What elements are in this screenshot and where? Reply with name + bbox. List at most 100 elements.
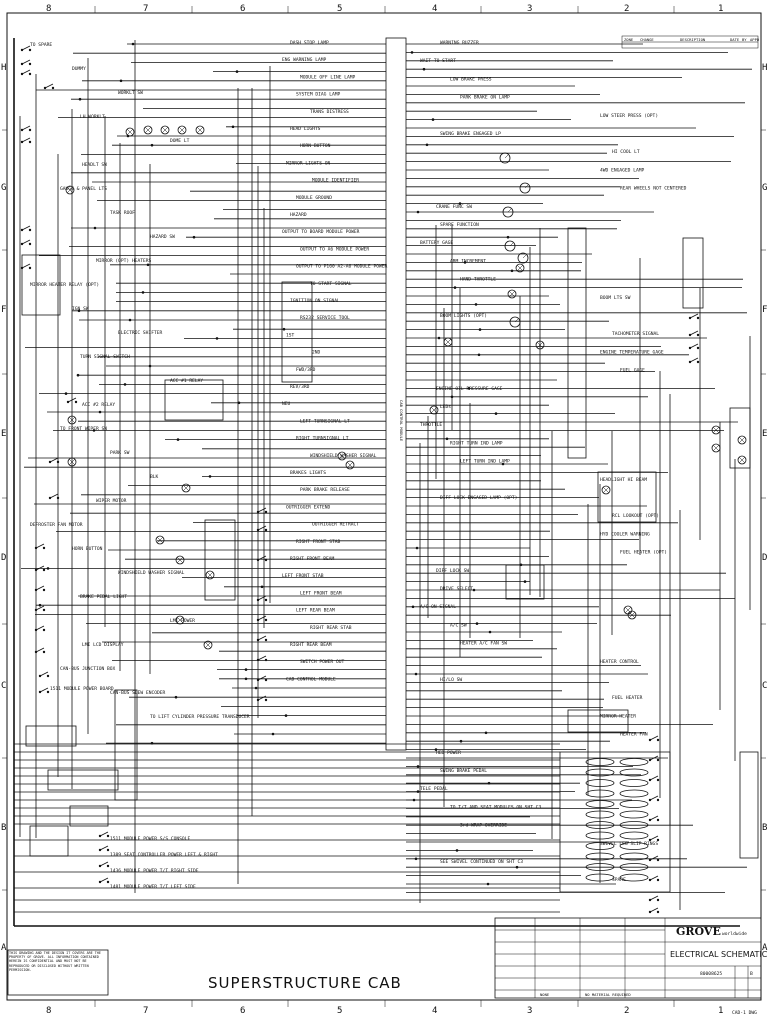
lamp-icon xyxy=(737,455,747,465)
schematic-label: HAND THROTTLE xyxy=(460,277,496,283)
schematic-label: HI COOL LT xyxy=(612,149,640,155)
company-logo: GROVE xyxy=(676,925,721,938)
schematic-label: TO T/T AND SEAT MODULES ON SHT C3 xyxy=(450,804,542,810)
zone-col-8: 8 xyxy=(46,1006,51,1016)
slip-ring xyxy=(585,758,615,766)
schematic-label: SWIVEL LEG SLIP RINGS xyxy=(600,841,658,847)
switch-icon xyxy=(648,855,660,862)
lamp-icon xyxy=(155,535,165,545)
schematic-label: CAB CONTROL MODULE xyxy=(286,676,336,682)
lamp-icon xyxy=(345,460,355,470)
schematic-label: RS232 SERVICE TOOL xyxy=(300,315,350,321)
schematic-label: MIRROR LIGHTS ON xyxy=(286,160,330,166)
schematic-label: FUEL HEATER xyxy=(612,695,643,701)
switch-icon xyxy=(38,671,50,678)
gauge-icon xyxy=(504,240,516,252)
schematic-label: WORKLT SW xyxy=(118,90,143,96)
lamp-icon xyxy=(627,610,637,620)
switch-icon xyxy=(648,775,660,782)
schematic-label: MODULE IDENTIFIER xyxy=(312,178,359,184)
switch-icon xyxy=(256,525,268,532)
schematic-label: 1ST xyxy=(286,332,295,338)
schematic-label: TACHOMETER SIGNAL xyxy=(612,331,659,337)
schematic-label: ACC #1 RELAY xyxy=(170,378,203,384)
schematic-label: DRIVE SELECT xyxy=(440,586,473,592)
schematic-label: LEFT TURN IND LAMP xyxy=(460,459,510,465)
lamp-icon xyxy=(429,405,439,415)
schematic-label: HEAD LIGHTS xyxy=(290,126,321,132)
schematic-label: HORN BUTTON xyxy=(72,546,103,552)
schematic-label: HAZARD SW xyxy=(150,234,175,240)
schematic-label: SWING BRAKE ENGAGED LP xyxy=(440,131,501,137)
schematic-label: OUTPUT TO P160 A2-A6 MODULE POWER xyxy=(296,264,388,270)
drawing-title: SUPERSTRUCTURE CAB xyxy=(208,974,402,992)
turn-signal-switch xyxy=(164,379,224,421)
zone-col-1: 1 xyxy=(718,4,723,14)
slip-ring xyxy=(619,758,649,766)
schematic-label: CAN-BUS JUNCTION BOX xyxy=(60,666,116,672)
schematic-label: SWING BRAKE PEDAL xyxy=(440,768,487,774)
schematic-label: TO FRONT WIPER SW xyxy=(60,426,107,432)
switch-icon xyxy=(38,687,50,694)
schematic-label: OUTPUT TO A6 MODULE POWER xyxy=(300,246,369,252)
module-power-label: 1481 MODULE POWER T/T LEFT SIDE xyxy=(110,884,196,890)
zone-col-6: 6 xyxy=(240,1006,245,1016)
schematic-label: TO SPARE xyxy=(30,42,52,48)
switch-icon xyxy=(648,755,660,762)
rev-col: ZONE xyxy=(624,37,634,42)
zone-row-A: A xyxy=(762,943,768,953)
schematic-label: THROTTLE xyxy=(420,422,442,428)
slip-ring xyxy=(585,800,615,808)
rev-col: DESCRIPTION xyxy=(680,37,706,42)
switch-icon xyxy=(20,225,32,232)
switch-icon xyxy=(20,125,32,132)
sheet-id: CAD-1 DWG xyxy=(732,1010,757,1016)
slip-ring xyxy=(585,821,615,829)
lmi-relay-block xyxy=(567,709,629,733)
lamp-icon xyxy=(67,415,77,425)
switch-icon xyxy=(648,735,660,742)
schematic-label: NEU xyxy=(282,401,291,407)
schematic-label: SWITCH POWER OUT xyxy=(300,659,344,665)
slip-ring xyxy=(585,863,615,871)
schematic-title: ELECTRICAL SCHEMATIC xyxy=(670,950,768,959)
switch-icon xyxy=(34,647,46,654)
zone-row-B: B xyxy=(762,823,767,833)
schematic-label: HAZARD xyxy=(290,212,307,218)
slip-ring xyxy=(585,810,615,819)
schematic-label: ENG WARNING LAMP xyxy=(282,57,326,63)
lamp-icon xyxy=(601,485,611,495)
connector-block-right xyxy=(682,237,704,309)
switch-icon xyxy=(98,831,110,838)
schematic-label: LEDs xyxy=(440,404,451,410)
schematic-label: WINDSHIELD WASHER SIGNAL xyxy=(310,453,377,459)
zone-col-6: 6 xyxy=(240,4,245,14)
schematic-label: TO LIFT CYLINDER PRESSURE TRANSDUCER xyxy=(150,714,250,720)
slip-ring xyxy=(585,789,615,798)
schematic-label: MODULE OFF LINE LAMP xyxy=(300,74,356,80)
slip-ring xyxy=(585,852,615,861)
lamp-icon xyxy=(737,435,747,445)
gauge-icon xyxy=(499,152,511,164)
sheet-size: B xyxy=(750,971,753,977)
cab-control-module-label: CAB CONTROL MODULE xyxy=(399,400,404,442)
slip-ring xyxy=(619,863,649,871)
schematic-label: LMI POWER xyxy=(170,618,195,624)
schematic-label: TURN SIGNAL SWITCH xyxy=(80,354,130,360)
slip-ring xyxy=(585,873,615,882)
schematic-label: ARM INCREMENT xyxy=(450,258,486,264)
switch-icon xyxy=(48,493,60,500)
switch-icon xyxy=(34,543,46,550)
schematic-label: BRAKES LIGHTS xyxy=(290,470,326,476)
schematic-label: HEADLIGHT HI BEAM xyxy=(600,477,647,483)
slip-ring xyxy=(585,831,615,840)
switch-icon xyxy=(688,357,700,364)
electric-shifter-switch xyxy=(281,281,313,383)
zone-col-1: 1 xyxy=(718,1006,723,1016)
company-sub: worldwide xyxy=(722,931,747,937)
schematic-label: CRANE FUNC SW xyxy=(436,204,472,210)
